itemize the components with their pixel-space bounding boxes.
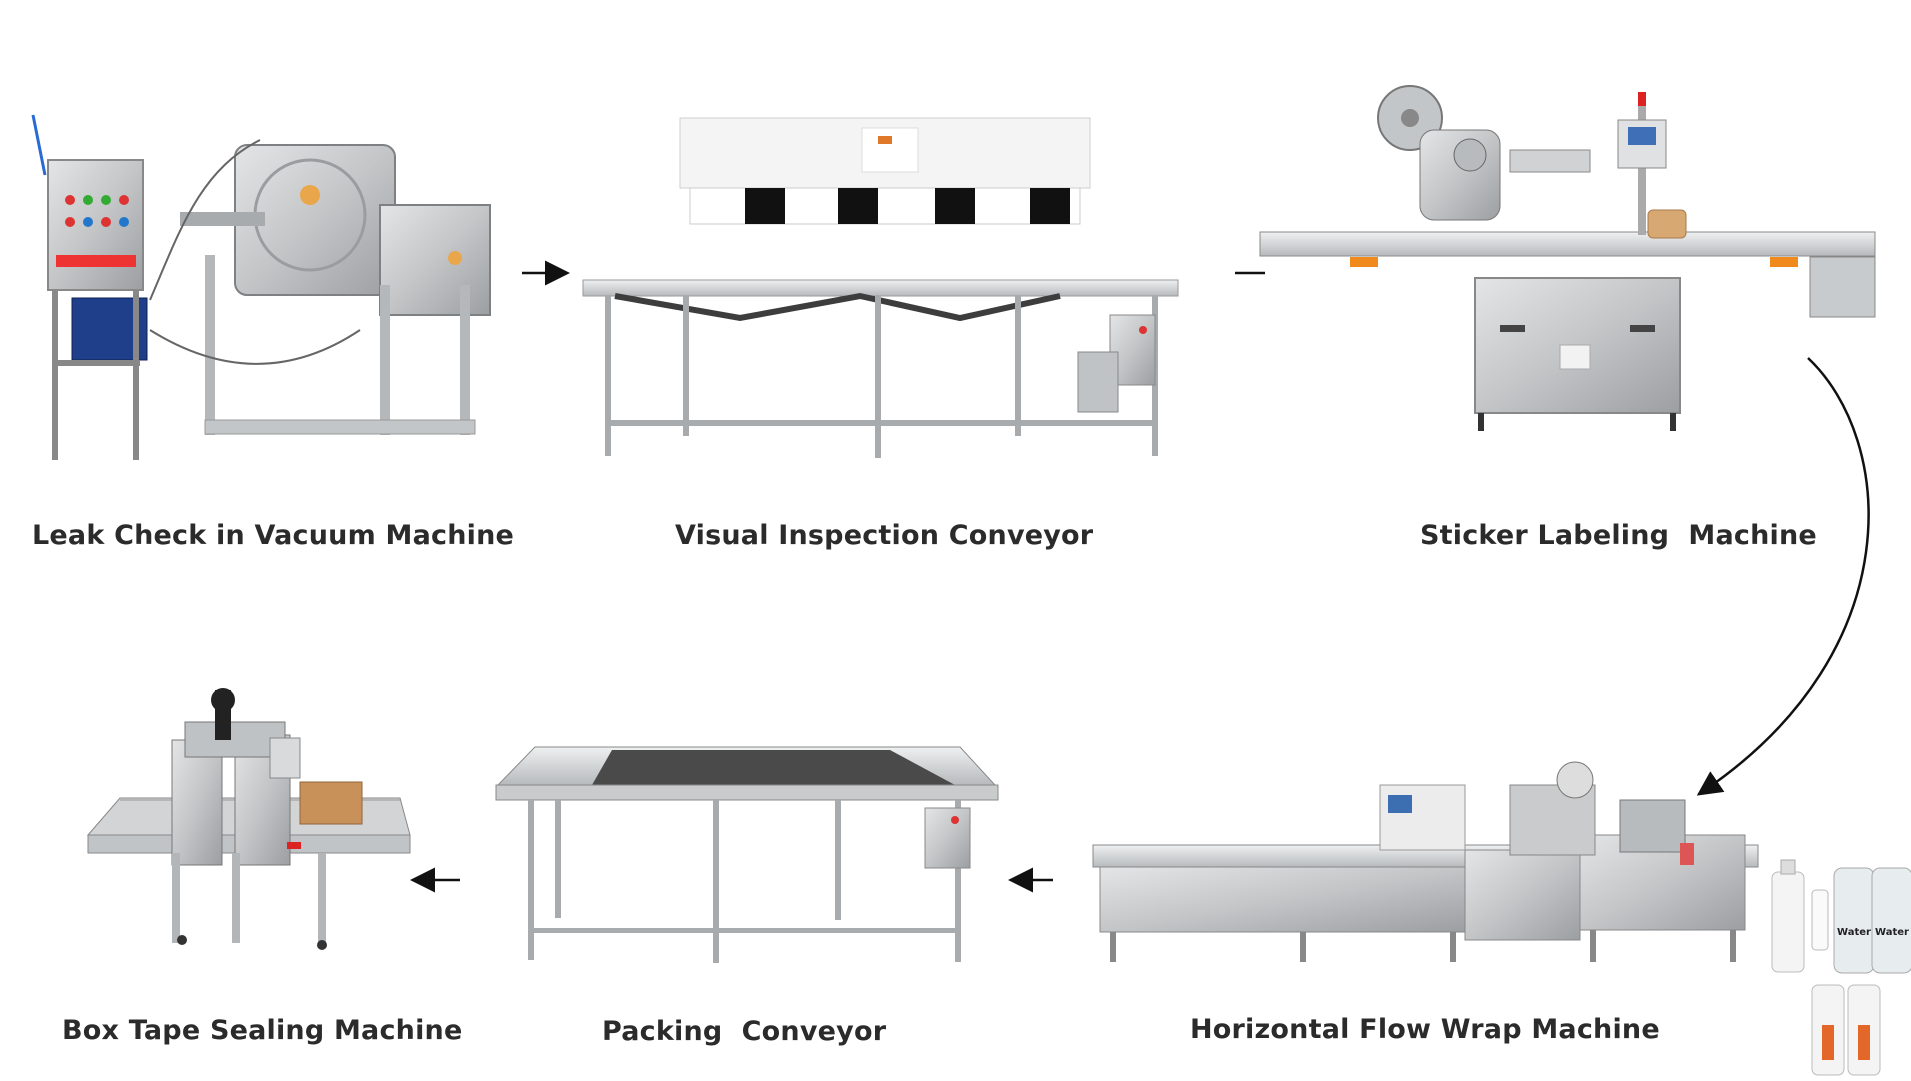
step-label-box-sealing: Box Tape Sealing Machine [62, 1015, 463, 1046]
bottle-label: Water [1837, 927, 1871, 938]
step-label-visual-inspection: Visual Inspection Conveyor [675, 520, 1094, 551]
visual-inspection-conveyor [582, 117, 1179, 458]
leak-check-machine [31, 114, 491, 460]
step-label-packing-conveyor: Packing Conveyor [602, 1016, 887, 1047]
step-label-flow-wrap: Horizontal Flow Wrap Machine [1190, 1014, 1660, 1045]
horizontal-flow-wrap-machine [1092, 761, 1759, 962]
box-tape-sealing-machine [86, 688, 411, 950]
packing-conveyor [495, 746, 999, 963]
bottles-product-group: Water Water [1771, 859, 1911, 1076]
sticker-labeling-machine [1259, 85, 1876, 431]
curved-arrow-down [1696, 357, 1870, 796]
step-label-sticker-labeling: Sticker Labeling Machine [1420, 520, 1817, 551]
bottle-label: Water [1875, 927, 1909, 938]
step-label-leak-check: Leak Check in Vacuum Machine [32, 520, 515, 551]
